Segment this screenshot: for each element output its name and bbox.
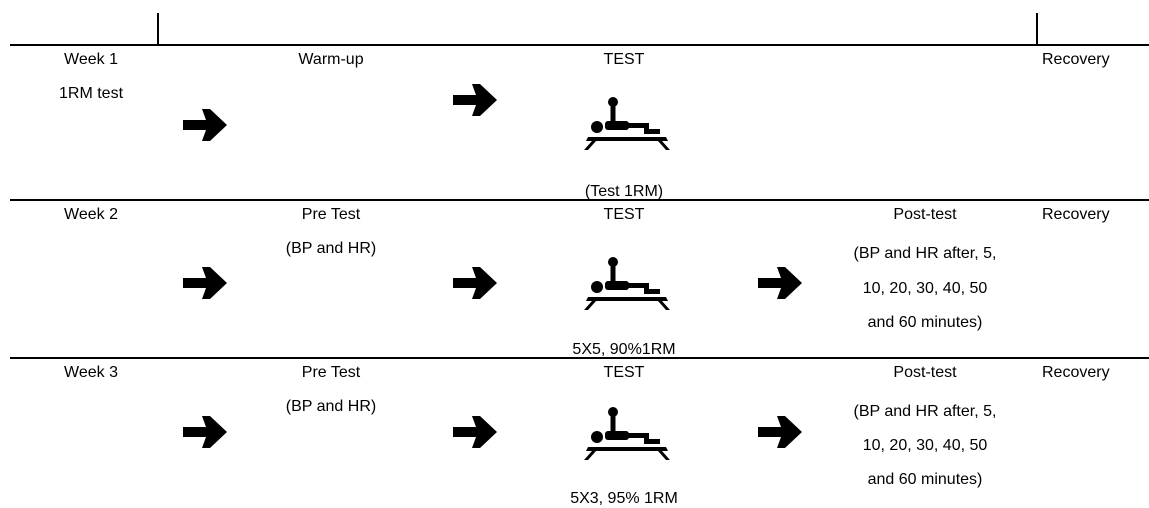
bench-press-icon — [582, 406, 672, 462]
post-step-line: 10, 20, 30, 40, 50 — [862, 437, 988, 454]
test-title: TEST — [603, 206, 645, 223]
week-label: Week 3 — [64, 364, 118, 381]
row-divider — [10, 199, 1149, 201]
post-step-line: 10, 20, 30, 40, 50 — [862, 280, 988, 297]
post-step-line: and 60 minutes) — [867, 314, 983, 331]
right-arrow-icon — [756, 264, 804, 302]
week-subtitle: 1RM test — [58, 85, 124, 102]
bench-press-icon — [582, 96, 672, 152]
start-tick — [157, 13, 159, 45]
row-divider — [10, 44, 1149, 46]
pre-step-detail: (BP and HR) — [285, 240, 377, 257]
pre-step-title: Warm-up — [298, 51, 364, 68]
post-step-line: (BP and HR after, 5, — [853, 245, 997, 262]
right-arrow-icon — [451, 264, 499, 302]
test-caption: 5X5, 90%1RM — [572, 341, 676, 358]
recovery-label: Recovery — [1042, 51, 1110, 68]
right-arrow-icon — [756, 413, 804, 451]
right-arrow-icon — [181, 106, 229, 144]
right-arrow-icon — [451, 413, 499, 451]
post-step-line: (BP and HR after, 5, — [853, 403, 997, 420]
test-title: TEST — [603, 364, 645, 381]
test-caption: (Test 1RM) — [584, 183, 664, 200]
right-arrow-icon — [451, 81, 499, 119]
right-arrow-icon — [181, 264, 229, 302]
week-label: Week 2 — [64, 206, 118, 223]
row-divider — [10, 357, 1149, 359]
recovery-label: Recovery — [1042, 206, 1110, 223]
week-label: Week 1 — [64, 51, 118, 68]
recovery-label: Recovery — [1042, 364, 1110, 381]
post-step-title: Post-test — [893, 206, 957, 223]
post-step-title: Post-test — [893, 364, 957, 381]
pre-step-detail: (BP and HR) — [285, 398, 377, 415]
test-caption: 5X3, 95% 1RM — [570, 490, 678, 507]
bench-press-icon — [582, 256, 672, 312]
right-arrow-icon — [181, 413, 229, 451]
pre-step-title: Pre Test — [301, 364, 361, 381]
post-step-line: and 60 minutes) — [867, 471, 983, 488]
end-tick — [1036, 13, 1038, 45]
pre-step-title: Pre Test — [301, 206, 361, 223]
test-title: TEST — [603, 51, 645, 68]
